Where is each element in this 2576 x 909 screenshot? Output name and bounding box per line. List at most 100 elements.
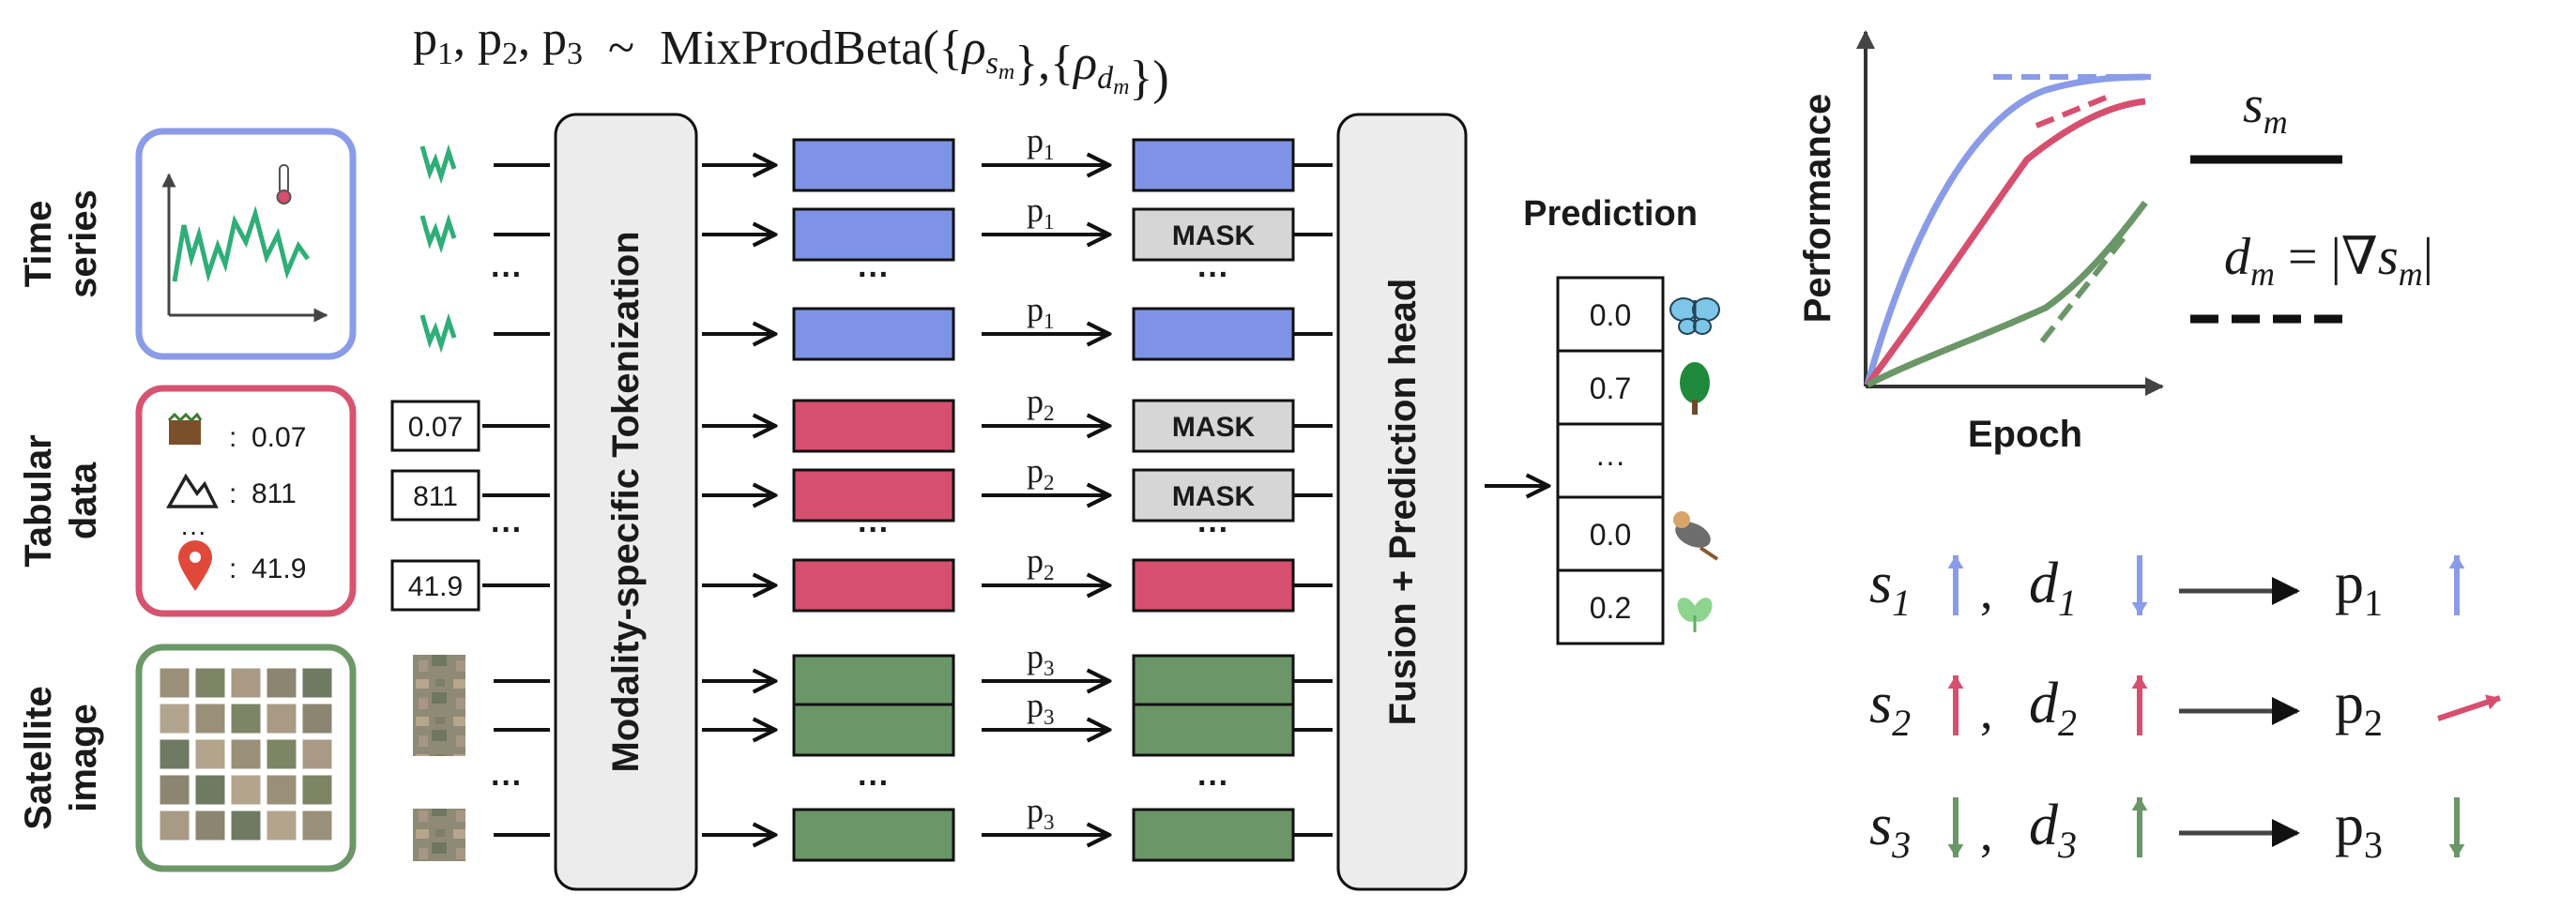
mountain-icon: [166, 473, 219, 508]
satellite-tile: [301, 667, 333, 699]
trend-up-icon: [2448, 555, 2465, 615]
performance-chart: Performance Epoch: [1797, 30, 2164, 455]
kept-token-sat: [1132, 808, 1295, 862]
rule-s-label: s3: [1869, 794, 1911, 866]
satellite-tile: [230, 667, 262, 699]
tokenization-label: Modality-specific Tokenization: [605, 231, 647, 772]
satellite-tile: [194, 810, 226, 841]
masked-token: [1132, 468, 1295, 523]
tab-row-value-3: 41.9: [252, 553, 306, 584]
tab-row-colon-3: :: [229, 553, 236, 584]
formula: p1, p2, p3 ~ MixProdBeta({ρsm},{ρdm}): [413, 12, 1169, 105]
token-sat: [792, 808, 955, 862]
time-series-card: [135, 128, 357, 360]
tabular-value: 811: [413, 481, 458, 512]
rule-comma: ,: [1980, 805, 1993, 861]
satellite-patch: [413, 655, 465, 707]
satellite-tile: [230, 774, 262, 806]
token-sat: [792, 703, 955, 757]
rule-s-label: s2: [1869, 672, 1911, 744]
fusion-label: Fusion + Prediction head: [1382, 279, 1424, 726]
rule-comma: ,: [1980, 563, 1993, 619]
chart-y-label: Performance: [1797, 94, 1838, 324]
satellite-tile: [194, 738, 226, 770]
token-ellipsis: ···: [858, 257, 890, 293]
series-green-dashed: [2039, 233, 2129, 343]
satellite-tile: [301, 738, 333, 770]
formula-rho-s: ρsm: [961, 22, 1015, 84]
legend-s-sub: m: [2264, 103, 2288, 141]
time-series-snippet: [419, 312, 457, 354]
prediction-cell: [1556, 276, 1665, 353]
chart-legend: sm dm = |∇sm|: [2190, 76, 2433, 324]
mask-prob-label: p3: [1027, 687, 1055, 729]
legend-s-label: sm: [2243, 76, 2288, 141]
formula-tilde: ~: [608, 22, 634, 75]
satellite-card: [135, 644, 357, 872]
series-blue-solid: [1864, 73, 2146, 386]
input-ellipsis: ···: [491, 512, 523, 548]
prediction-cell: [1556, 495, 1665, 572]
mask-label: MASK: [1172, 412, 1256, 443]
trend-down-icon: [2448, 797, 2465, 857]
satellite-tile: [301, 774, 333, 806]
kept-token-sat: [1132, 703, 1295, 757]
token-tab: [792, 399, 955, 453]
trend-up-icon: [1947, 555, 1964, 615]
input-ellipsis: ···: [491, 765, 523, 801]
satellite-tile: [230, 810, 262, 841]
mask-prob-label: p1: [1027, 122, 1055, 164]
kept-token-time: [1132, 307, 1295, 361]
soil-icon: [167, 412, 203, 445]
prediction-value: 0.0: [1590, 298, 1631, 332]
trend-up-icon: [2131, 797, 2148, 857]
rule-p-label: p1: [2335, 552, 2383, 624]
token-sat: [792, 654, 955, 708]
satellite-tile: [230, 738, 262, 770]
mask-label: MASK: [1172, 220, 1256, 251]
satellite-tile: [266, 703, 297, 735]
tabular-value-box: [390, 469, 480, 522]
mask-label: MASK: [1172, 481, 1256, 512]
formula-rho-d: ρdm: [1072, 37, 1129, 99]
rule-d-label: d1: [2029, 552, 2077, 624]
satellite-tile: [194, 703, 226, 735]
rule-comma: ,: [1980, 683, 1993, 739]
token-time: [792, 207, 955, 262]
masked-ellipsis: ···: [1197, 765, 1229, 801]
tab-row-colon-1: :: [229, 422, 236, 453]
tabular-value: 41.9: [408, 571, 463, 602]
prediction-value: 0.0: [1590, 518, 1631, 552]
rule-p-label: p2: [2335, 672, 2383, 744]
legend-d-label: dm = |∇sm|: [2224, 228, 2433, 293]
formula-close: }): [1129, 52, 1168, 105]
mask-prob-label: p3: [1027, 792, 1055, 834]
series-red-dashed: [2035, 95, 2108, 129]
satellite-tile: [159, 738, 191, 770]
prediction-value: ···: [1595, 445, 1625, 478]
series-green-solid: [1866, 200, 2148, 388]
kept-token-time: [1132, 138, 1295, 192]
mask-prob-label: p1: [1027, 291, 1055, 333]
legend-s-text: s: [2243, 76, 2264, 134]
time-series-signal: [172, 205, 311, 283]
chart-x-label: Epoch: [1968, 414, 2082, 455]
tokenization-block: [554, 113, 698, 891]
input-ellipsis: ···: [491, 257, 523, 293]
thermometer-icon: [276, 164, 292, 205]
satellite-patch: [413, 704, 465, 756]
prediction-column: 0.00.7···0.00.2: [1556, 276, 1720, 645]
formula-name: MixProdBeta: [660, 22, 922, 75]
masked-ellipsis: ···: [1197, 512, 1229, 548]
rule-p-label: p3: [2335, 794, 2383, 866]
series-red-solid: [1865, 98, 2146, 387]
token-time: [792, 138, 955, 192]
masked-ellipsis: ···: [1197, 257, 1229, 293]
tab-row-value-2: 811: [252, 478, 297, 509]
tabular-card: : 0.07 : 811 ··· : 41.9: [135, 385, 357, 617]
satellite-tile: [266, 738, 297, 770]
